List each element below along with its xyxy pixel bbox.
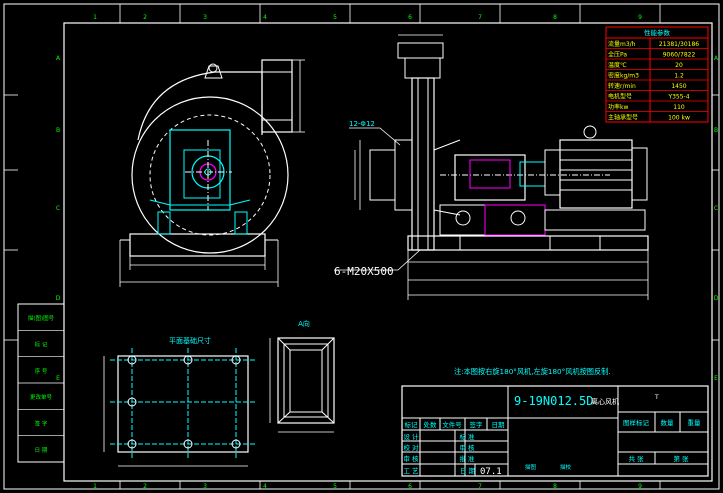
- foundation-label: 平面基础尺寸: [169, 336, 211, 345]
- leader-lines: [334, 127, 421, 271]
- bottom-zone-label: 4: [263, 483, 267, 490]
- left-zone-label: E: [56, 375, 60, 382]
- title-role: 审 核: [403, 454, 419, 463]
- spec-label: 全压Pa: [608, 51, 627, 59]
- bottom-zone-label: 1: [93, 483, 97, 490]
- spec-value: 20: [675, 62, 683, 69]
- left-list-item: 更改单号: [30, 393, 53, 401]
- bottom-mid-label: 描校: [560, 463, 572, 471]
- spec-label: 转速r/min: [608, 82, 636, 90]
- view-a: [269, 337, 335, 433]
- left-list-item: 描(图)图号: [28, 314, 55, 322]
- bottom-zone-label: 9: [638, 483, 642, 490]
- spec-value: 110: [673, 104, 685, 111]
- top-zone-label: 7: [478, 14, 482, 21]
- note-text: 注:本图按右旋180°风机,左旋180°风机按图反制.: [454, 367, 611, 376]
- left-list-item: 签 字: [35, 420, 48, 428]
- spec-table: 流量m3/h 21381/30186 全压Pa 9060/7822 温度℃ 20 密度kg/…: [605, 26, 709, 123]
- date-value: 07.1: [480, 467, 502, 477]
- spec-value: 100 kw: [668, 115, 690, 122]
- title-role-2: 审 核: [459, 443, 475, 452]
- left-list-item: 日 期: [35, 447, 48, 454]
- title-col-head: 签字: [470, 420, 484, 429]
- spec-value: Y355-4: [667, 94, 689, 101]
- right-zone-label: D: [714, 295, 719, 302]
- title-role-2: 标 准: [459, 432, 475, 441]
- spec-value: 9060/7822: [663, 52, 696, 59]
- left-zone-label: D: [56, 295, 61, 302]
- inner-frame: [63, 22, 713, 482]
- bottom-left-label: 描图: [525, 463, 537, 471]
- spec-label: 密度kg/m3: [608, 72, 639, 80]
- top-zone-label: 6: [408, 14, 412, 21]
- top-zone-label: 2: [143, 14, 147, 21]
- holes-label: 12-Φ12: [349, 120, 375, 128]
- bottom-zone-label: 5: [333, 483, 337, 490]
- outer-frame: [3, 3, 720, 490]
- right-zone-label: B: [714, 127, 718, 134]
- product-name: 离心风机: [591, 397, 619, 406]
- right-zone-label: C: [714, 205, 718, 212]
- title-role: 设 计: [403, 432, 419, 441]
- bottom-zone-label: 3: [203, 483, 207, 490]
- spec-label: 主轴承型号: [608, 114, 638, 122]
- spec-value: 21381/30186: [659, 41, 699, 48]
- title-col-head: 处数: [424, 420, 438, 429]
- title-block: 9-19N012.5D 离心风机 T 标记处数文件号签字日期 设 计校 对审 核…: [401, 385, 709, 477]
- drawing-code: T: [654, 394, 659, 401]
- bottom-zone-label: 2: [143, 483, 147, 490]
- title-col-head: 日期: [492, 421, 506, 429]
- left-list-item: 标 记: [35, 341, 48, 349]
- left-zone-label: A: [56, 55, 61, 62]
- left-zone-label: C: [56, 205, 60, 212]
- spec-label: 流量m3/h: [608, 40, 636, 48]
- title-col-head: 文件号: [442, 420, 462, 429]
- spec-table-title: 性能参数: [644, 28, 671, 37]
- view-a-label: A向: [298, 319, 310, 328]
- bottom-zone-label: 6: [408, 483, 412, 490]
- bottom-zone-label: 7: [478, 483, 482, 490]
- left-zone-label: B: [56, 127, 60, 134]
- top-zone-label: 9: [638, 14, 642, 21]
- top-zone-label: 8: [553, 14, 557, 21]
- fan-front-view: [120, 59, 293, 257]
- top-zone-label: 3: [203, 14, 207, 21]
- title-role: 工 艺: [403, 467, 419, 475]
- spec-label: 温度℃: [608, 61, 627, 69]
- title-role: 校 对: [403, 443, 419, 452]
- spec-value: 1450: [671, 83, 686, 90]
- foundation-plan: [103, 348, 256, 467]
- model-number: 9-19N012.5D: [514, 394, 593, 408]
- fan-side-view: [369, 42, 649, 251]
- bottom-zone-label: 8: [553, 483, 557, 490]
- spec-value: 1.2: [674, 73, 684, 80]
- title-col-head: 标记: [405, 420, 419, 429]
- fan-front-dimensions: [119, 59, 305, 287]
- title-right-head: 重量: [688, 419, 702, 427]
- top-zone-label: 5: [333, 14, 337, 21]
- spec-label: 电机型号: [608, 93, 632, 101]
- spec-label: 功率kw: [608, 103, 628, 111]
- title-right-head: 图样标记: [623, 418, 650, 427]
- date-label: 日 期: [460, 467, 476, 475]
- fan-side-dimensions: [354, 34, 649, 300]
- sheet-number: 第 张: [673, 454, 689, 463]
- top-zone-label: 4: [263, 14, 267, 21]
- title-right-head: 数量: [661, 418, 675, 427]
- left-list-item: 序 号: [35, 367, 48, 375]
- sheet-total: 共 张: [628, 454, 644, 463]
- right-zone-label: E: [714, 375, 718, 382]
- bolts-label: 6-M20X500: [334, 265, 394, 278]
- right-zone-label: A: [714, 55, 719, 62]
- top-zone-label: 1: [93, 14, 97, 21]
- title-role-2: 批 准: [459, 454, 475, 463]
